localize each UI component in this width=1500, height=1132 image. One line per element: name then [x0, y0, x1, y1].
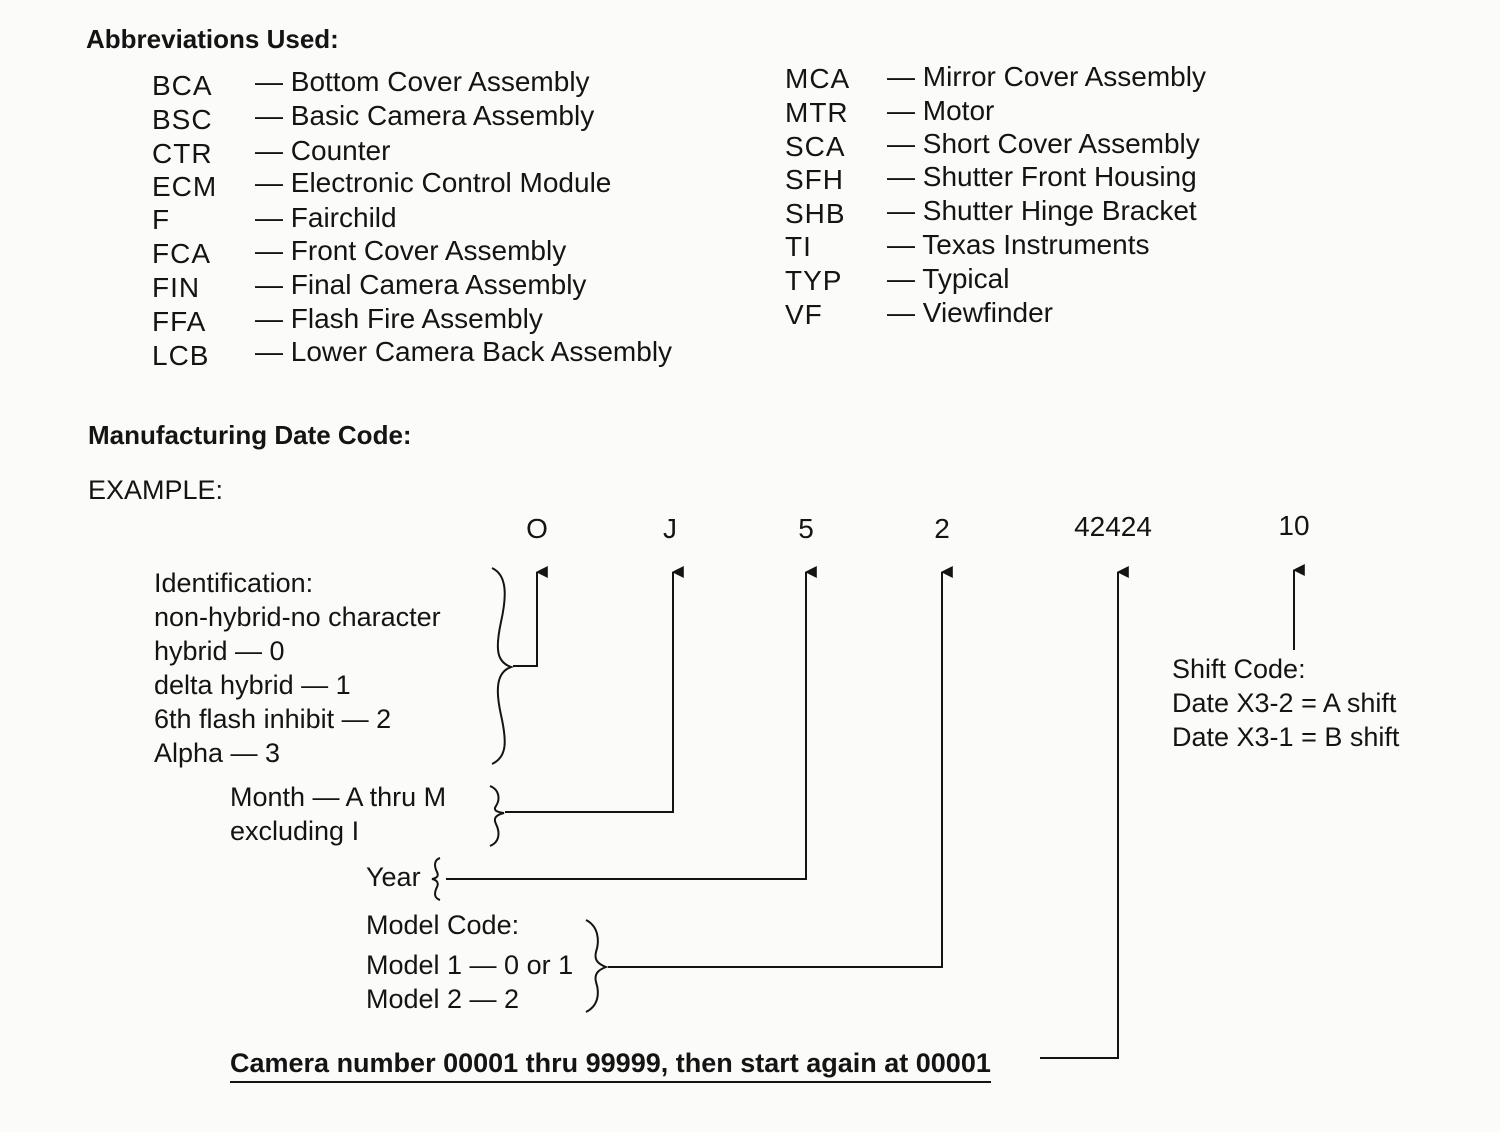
abbr-desc: — Electronic Control Module — [255, 167, 612, 198]
abbr-code: SFH — [785, 164, 844, 195]
abbr-desc: — Viewfinder — [887, 297, 1054, 328]
abbr-code: LCB — [152, 340, 210, 371]
abbr-desc: — Lower Camera Back Assembly — [255, 336, 673, 367]
abbr-desc: — Shutter Hinge Bracket — [887, 195, 1197, 226]
identification-line: non-hybrid-no character — [154, 602, 441, 632]
abbr-code: MCA — [785, 63, 851, 94]
abbr-desc: — Bottom Cover Assembly — [255, 66, 590, 97]
abbr-code: TI — [785, 231, 812, 262]
model-line: Model Code: — [366, 910, 520, 940]
code-char-identification: O — [526, 513, 548, 544]
abbr-desc: — Flash Fire Assembly — [255, 303, 543, 334]
identification-title: Identification: — [154, 568, 314, 598]
month-brace — [489, 785, 505, 847]
arrow-month — [505, 566, 684, 813]
camera-number-label: Camera number 00001 thru 99999, then sta… — [230, 1048, 991, 1083]
identification-line: hybrid — 0 — [154, 636, 285, 666]
abbr-code: SCA — [785, 131, 846, 162]
abbr-desc: — Final Camera Assembly — [255, 269, 587, 300]
month-line: Month — A thru M — [230, 782, 447, 812]
abbr-desc: — Mirror Cover Assembly — [887, 61, 1206, 92]
abbr-code: SHB — [785, 198, 846, 229]
abbr-desc: — Texas Instruments — [887, 229, 1150, 260]
arrow-identification — [513, 566, 548, 667]
code-char-model: 2 — [934, 513, 950, 544]
abbr-code: FFA — [152, 306, 207, 337]
code-char-year: 5 — [798, 513, 814, 544]
abbr-code: MTR — [785, 97, 849, 128]
abbr-code: ECM — [152, 171, 218, 202]
year-label: Year — [366, 862, 421, 892]
shift-line: Date X3-1 = B shift — [1172, 722, 1400, 752]
example-label: EXAMPLE: — [88, 475, 224, 505]
arrow-year — [446, 566, 817, 880]
abbr-desc: — Shutter Front Housing — [887, 161, 1197, 192]
abbr-desc: — Motor — [887, 95, 995, 126]
arrow-camera-number — [1040, 566, 1129, 1059]
model-line: Model 1 — 0 or 1 — [366, 950, 574, 980]
code-char-shift: 10 — [1278, 510, 1310, 541]
month-line: excluding I — [230, 816, 360, 846]
model-brace — [585, 919, 609, 1013]
abbr-code: TYP — [785, 265, 843, 296]
abbr-code: F — [152, 204, 171, 235]
shift-line: Date X3-2 = A shift — [1172, 688, 1397, 718]
model-line: Model 2 — 2 — [366, 984, 520, 1014]
code-char-camera-number: 42424 — [1074, 511, 1152, 542]
abbr-code: BSC — [152, 104, 213, 135]
year-brace — [431, 857, 441, 901]
abbr-desc: — Fairchild — [255, 202, 397, 233]
abbr-desc: — Typical — [887, 263, 1010, 294]
date-code-heading: Manufacturing Date Code: — [88, 420, 412, 450]
abbr-desc: — Counter — [255, 135, 391, 166]
abbr-desc: — Short Cover Assembly — [887, 128, 1200, 159]
arrow-model — [608, 566, 953, 968]
identification-brace — [491, 567, 514, 765]
abbreviations-heading: Abbreviations Used: — [86, 24, 339, 54]
code-char-month: J — [663, 513, 677, 544]
abbr-code: BCA — [152, 70, 213, 101]
abbr-code: FCA — [152, 238, 211, 269]
abbr-code: VF — [785, 299, 823, 330]
abbr-code: CTR — [152, 138, 213, 169]
abbr-code: FIN — [152, 272, 201, 303]
identification-line: Alpha — 3 — [154, 738, 281, 768]
abbr-desc: — Basic Camera Assembly — [255, 100, 595, 131]
identification-line: delta hybrid — 1 — [154, 670, 351, 700]
shift-line: Shift Code: — [1172, 654, 1306, 684]
abbr-desc: — Front Cover Assembly — [255, 235, 567, 266]
identification-line: 6th flash inhibit — 2 — [154, 704, 392, 734]
